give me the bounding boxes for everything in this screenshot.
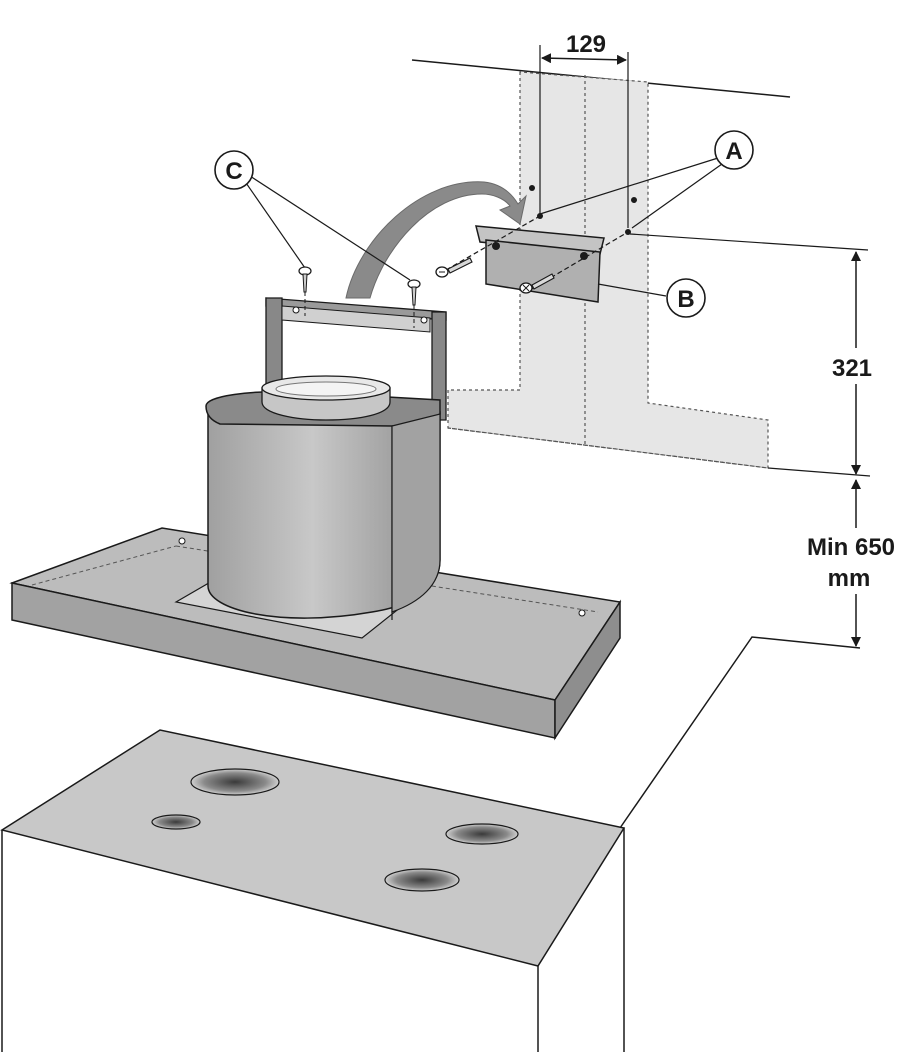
dimension-min-650-label: Min 650 bbox=[807, 534, 895, 561]
dimension-321-label: 321 bbox=[832, 355, 872, 382]
cooktop bbox=[0, 729, 626, 1052]
wall-corner-line bbox=[619, 636, 861, 829]
outlet-collar bbox=[261, 375, 391, 421]
wall-hole bbox=[631, 197, 637, 203]
wall-screw bbox=[435, 257, 473, 278]
callout-b-label: B bbox=[677, 286, 694, 313]
wall-bracket bbox=[475, 225, 605, 303]
motor-frame bbox=[265, 297, 447, 421]
burner-small bbox=[151, 814, 201, 830]
callout-b: B bbox=[597, 278, 706, 318]
callout-c-label: C bbox=[225, 158, 242, 185]
wall-hole bbox=[529, 185, 535, 191]
callout-a-label: A bbox=[725, 138, 742, 165]
dimension-ref-line-mid bbox=[767, 467, 871, 477]
dimension-min-650-unit: mm bbox=[828, 565, 871, 592]
dimension-min-650: Min 650 mm bbox=[796, 479, 906, 647]
burner-medium bbox=[445, 823, 519, 845]
dimension-129-label: 129 bbox=[566, 31, 606, 58]
wall-screw bbox=[519, 273, 555, 294]
frame-screw bbox=[298, 266, 312, 316]
burner-large bbox=[190, 768, 280, 796]
dimension-ref-line-top bbox=[629, 233, 869, 251]
mounting-arrow bbox=[345, 181, 527, 299]
callout-c: C bbox=[214, 150, 411, 281]
frame-screw bbox=[407, 279, 421, 328]
motor-unit bbox=[205, 390, 441, 620]
burner-medium bbox=[384, 868, 460, 892]
dimension-129: 129 bbox=[539, 31, 629, 228]
callout-a: A bbox=[539, 130, 754, 229]
dimension-321: 321 bbox=[820, 251, 882, 475]
screw-alignment-line bbox=[445, 215, 541, 271]
